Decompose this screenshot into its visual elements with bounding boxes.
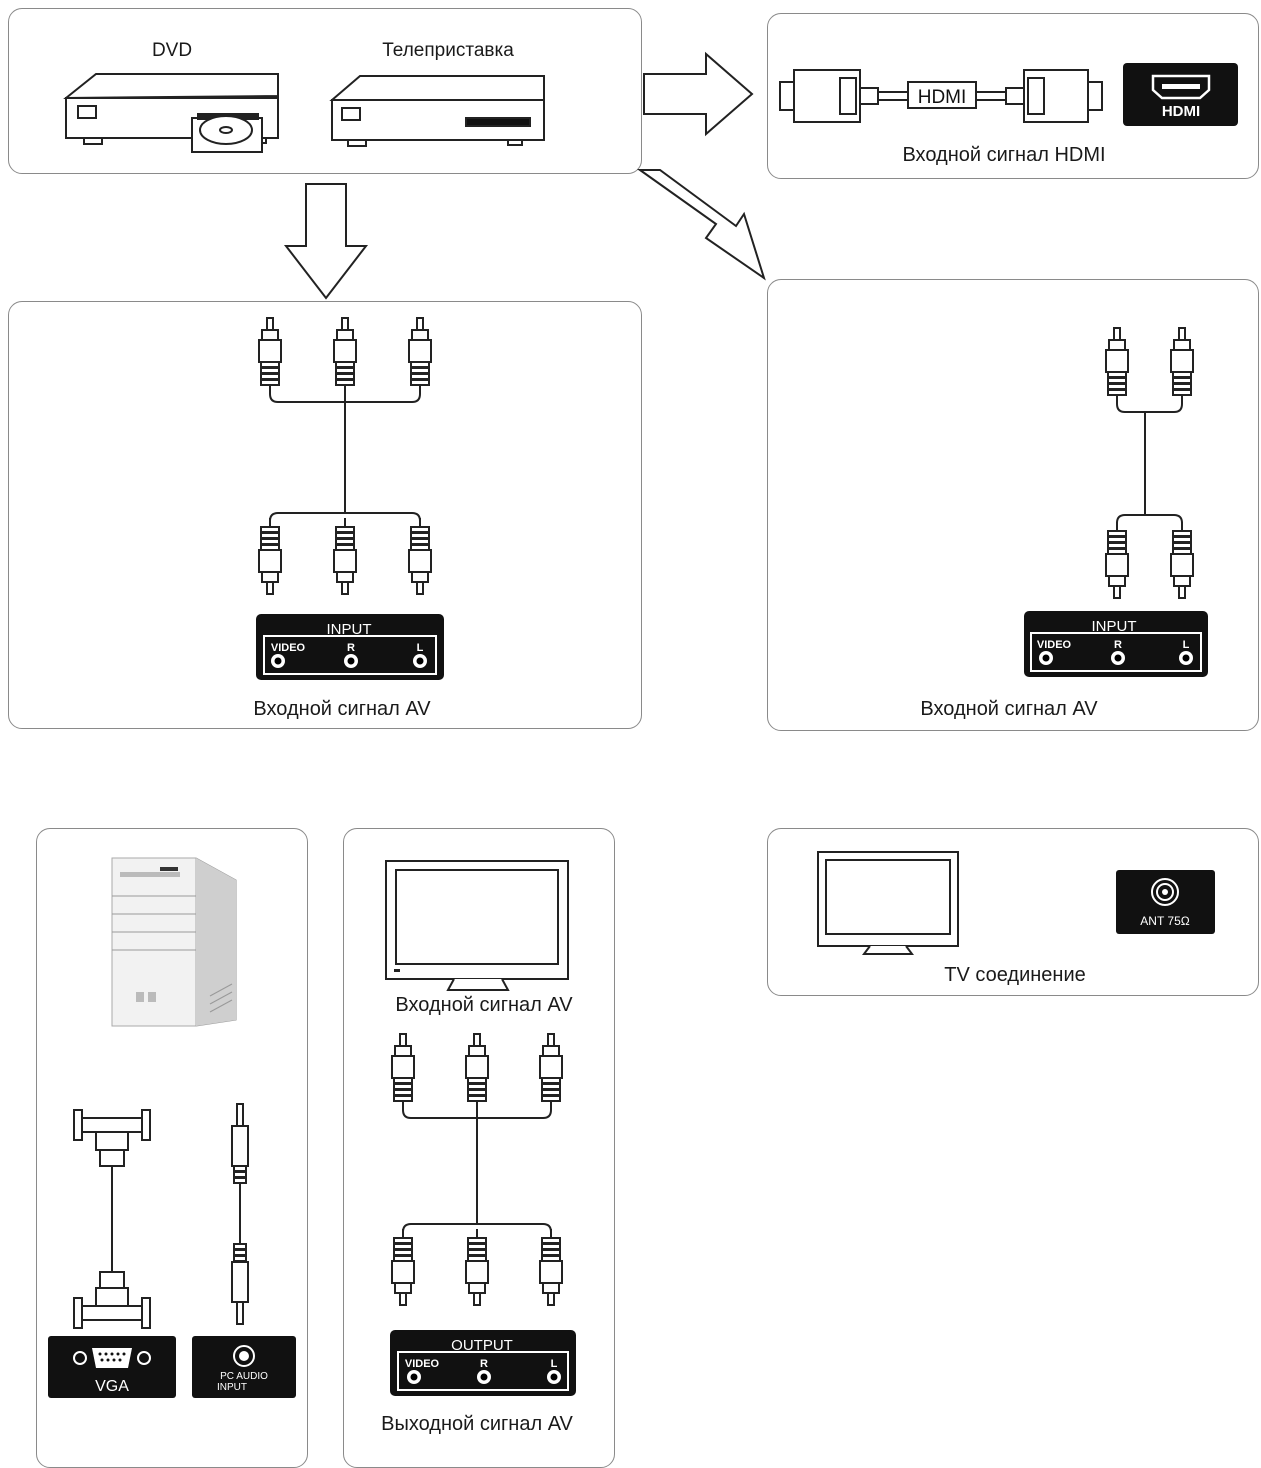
av-input-right-jack-video: VIDEO bbox=[1037, 639, 1072, 651]
av-input-left-caption: Входной сигнал AV bbox=[253, 698, 431, 720]
vga-cable-icon bbox=[73, 1109, 151, 1329]
av-output-caption: Выходной сигнал AV bbox=[381, 1413, 573, 1435]
pc-audio-cable-icon bbox=[231, 1103, 249, 1325]
antenna-port-label: ANT 75Ω bbox=[1140, 914, 1189, 928]
pc-tower-icon bbox=[111, 857, 237, 1027]
av-output-jack-r: R bbox=[480, 1358, 488, 1370]
arrow-right-icon bbox=[643, 51, 754, 137]
vga-port-label: VGA bbox=[95, 1378, 129, 1395]
av-cable-right-icon bbox=[1105, 327, 1194, 598]
av-input-panel-left bbox=[8, 301, 642, 729]
set-top-box-icon bbox=[329, 75, 545, 147]
hdmi-cable-label: HDMI bbox=[918, 87, 967, 108]
antenna-port-icon bbox=[1116, 870, 1215, 934]
av-input-left-jack-l: L bbox=[417, 642, 424, 654]
hdmi-caption: Входной сигнал HDMI bbox=[902, 144, 1106, 166]
tv-monitor-icon bbox=[385, 860, 569, 991]
dvd-label: DVD bbox=[151, 40, 193, 61]
av-input-left-jack-video: VIDEO bbox=[271, 642, 306, 654]
dvd-player-icon bbox=[63, 73, 279, 153]
av-input-left-jack-r: R bbox=[347, 642, 355, 654]
arrow-diagonal-icon bbox=[636, 169, 766, 281]
av-cable-left-icon bbox=[258, 317, 432, 594]
av-input-right-jack-l: L bbox=[1183, 639, 1190, 651]
av-output-jack-video: VIDEO bbox=[405, 1358, 440, 1370]
av-output-jack-l: L bbox=[551, 1358, 558, 1370]
av-input-right-caption: Входной сигнал AV bbox=[920, 698, 1098, 720]
av-output-title: OUTPUT bbox=[451, 1337, 513, 1354]
tv-connection-caption: TV соединение bbox=[944, 964, 1086, 986]
pc-audio-port-icon bbox=[192, 1336, 296, 1398]
hdmi-port-label: HDMI bbox=[1162, 103, 1200, 120]
hdmi-port-icon bbox=[1123, 63, 1238, 126]
vga-port-icon bbox=[48, 1336, 176, 1398]
av-input-port-left bbox=[256, 614, 444, 680]
av-output-port bbox=[390, 1330, 576, 1396]
av-output-top-caption: Входной сигнал AV bbox=[395, 994, 573, 1016]
av-input-left-title: INPUT bbox=[327, 621, 372, 638]
set-top-box-label: Телеприставка bbox=[382, 40, 514, 61]
pc-audio-label-1: PC AUDIO bbox=[220, 1371, 268, 1382]
pc-audio-label-2: INPUT bbox=[217, 1382, 247, 1393]
av-input-right-jack-r: R bbox=[1114, 639, 1122, 651]
hdmi-cable-icon bbox=[779, 69, 1103, 123]
tv-icon bbox=[817, 851, 959, 955]
av-output-cable-icon bbox=[391, 1033, 563, 1305]
arrow-down-icon bbox=[283, 183, 369, 300]
av-input-port-right bbox=[1024, 611, 1208, 677]
av-input-right-title: INPUT bbox=[1092, 618, 1137, 635]
